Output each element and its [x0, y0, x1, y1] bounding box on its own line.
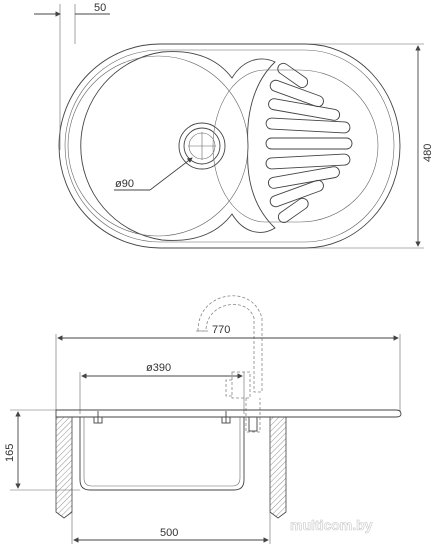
drainboard-ribs: [265, 62, 353, 223]
bowl-section: [79, 417, 245, 491]
bowl-inner-circle: [67, 55, 249, 237]
dim-bowl-height: 165: [4, 409, 80, 491]
dim-overall-length: 770: [55, 324, 401, 412]
sink-flange: [55, 409, 402, 418]
drainboard-outline: [212, 69, 379, 223]
countertop-right: [269, 416, 287, 519]
svg-text:165: 165: [4, 444, 16, 462]
drain-outer: [178, 122, 226, 170]
svg-text:770: 770: [212, 324, 230, 336]
faucet-outline: [197, 295, 263, 393]
drain-dim-label: ø90: [115, 178, 134, 190]
side-view: 770 ø390 165: [4, 295, 402, 544]
dim-bowl-diameter: ø390: [79, 362, 245, 414]
faucet-mount: [248, 416, 258, 432]
dim-sink-depth: 480: [306, 43, 431, 249]
countertop-left: [55, 416, 73, 519]
top-view: ø90 50 480: [34, 2, 431, 249]
dim-flange-offset: 50: [34, 2, 110, 150]
svg-text:50: 50: [94, 2, 106, 14]
dim-cabinet-width: 500: [71, 512, 271, 544]
svg-text:500: 500: [160, 527, 178, 539]
sink-outer-outline: [58, 43, 401, 249]
watermark: multicom.by: [290, 517, 373, 533]
bowl-outline: [80, 51, 276, 241]
drain-dim-leader: [149, 157, 193, 191]
svg-text:ø390: ø390: [146, 362, 171, 374]
svg-text:480: 480: [422, 144, 431, 162]
drain-mid: [183, 127, 221, 165]
sink-inner-rim: [64, 49, 395, 243]
